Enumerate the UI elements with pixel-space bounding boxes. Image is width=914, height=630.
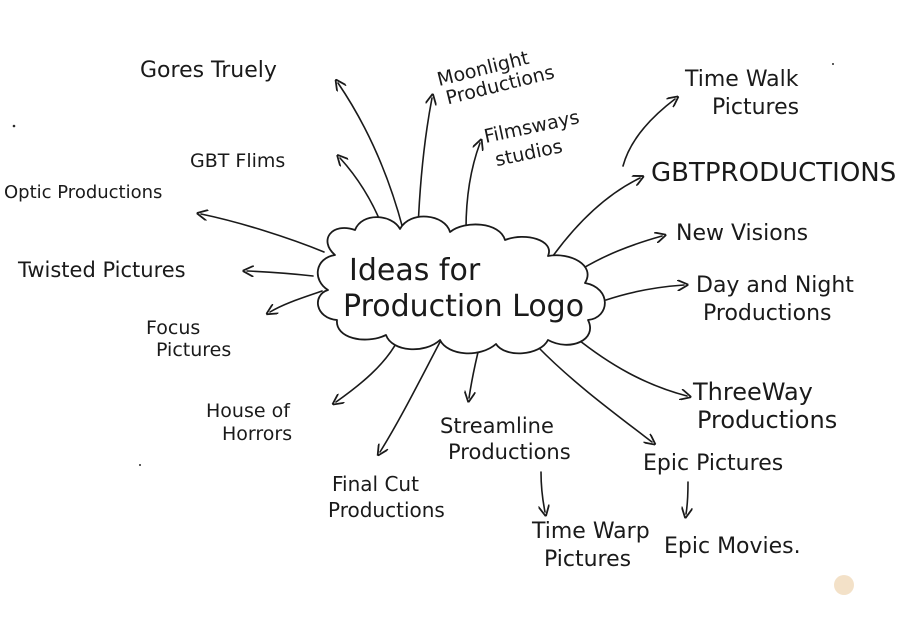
label-time-warp-line1: Time Warp — [531, 519, 650, 544]
connector-focus — [270, 290, 323, 312]
connector-epic-movies — [686, 481, 688, 514]
paper-marks — [12, 63, 854, 595]
label-threeway-line1: ThreeWay — [692, 378, 813, 406]
connector-time-walk — [622, 99, 675, 167]
connector-lines — [201, 83, 688, 514]
label-twisted-pictures: Twisted Pictures — [17, 258, 186, 282]
label-final-cut-line2: Productions — [328, 498, 445, 522]
idea-labels: Gores Truely Moonlight Productions Films… — [4, 47, 896, 572]
cloud-shape — [317, 215, 606, 355]
label-gbt-flims: GBT Flims — [190, 150, 285, 172]
connector-gbt-productions — [549, 178, 640, 261]
label-house-horrors-line1: House of — [206, 400, 291, 422]
stain-mark — [834, 575, 854, 595]
label-optic-productions: Optic Productions — [4, 182, 162, 203]
connector-filmsways — [465, 143, 480, 230]
connector-gores-truely — [338, 83, 404, 230]
connector-moonlight — [417, 98, 432, 230]
connector-optic — [201, 214, 325, 253]
label-gbt-productions: GBTPRODUCTIONS — [651, 158, 896, 188]
label-moonlight-productions: Moonlight Productions — [435, 47, 557, 109]
label-gores-truely: Gores Truely — [140, 58, 277, 83]
label-time-warp-line2: Pictures — [544, 547, 631, 572]
speck-1 — [12, 124, 16, 128]
connector-final-cut — [380, 341, 441, 452]
label-day-night-line1: Day and Night — [696, 273, 854, 298]
label-streamline-line2: Productions — [448, 440, 571, 464]
connector-twisted — [247, 271, 314, 276]
center-title-line2: Production Logo — [343, 289, 584, 324]
label-house-horrors-line2: Horrors — [222, 423, 292, 445]
connector-time-warp — [541, 471, 545, 512]
label-time-walk-line2: Pictures — [712, 95, 799, 120]
connector-epic-pictures — [536, 345, 652, 442]
label-epic-pictures: Epic Pictures — [643, 451, 783, 476]
connector-day-night — [605, 285, 684, 301]
label-focus-line1: Focus — [146, 317, 200, 339]
speck-3 — [832, 63, 834, 65]
central-cloud: Ideas for Production Logo — [317, 215, 606, 355]
connector-new-visions — [579, 236, 662, 271]
connector-house-horrors — [336, 339, 399, 402]
speck-2 — [139, 464, 141, 466]
label-time-walk-line1: Time Walk — [684, 67, 799, 92]
label-threeway-line2: Productions — [697, 406, 837, 434]
label-new-visions: New Visions — [676, 221, 808, 246]
connector-threeway — [574, 336, 687, 396]
label-filmsways-studios: Filmsways studios — [482, 106, 581, 171]
center-title-line1: Ideas for — [349, 253, 481, 288]
label-final-cut-line1: Final Cut — [332, 472, 419, 496]
label-epic-movies: Epic Movies. — [664, 534, 801, 559]
label-focus-line2: Pictures — [156, 339, 231, 361]
label-streamline-line1: Streamline — [440, 414, 554, 438]
label-day-night-line2: Productions — [703, 301, 832, 326]
